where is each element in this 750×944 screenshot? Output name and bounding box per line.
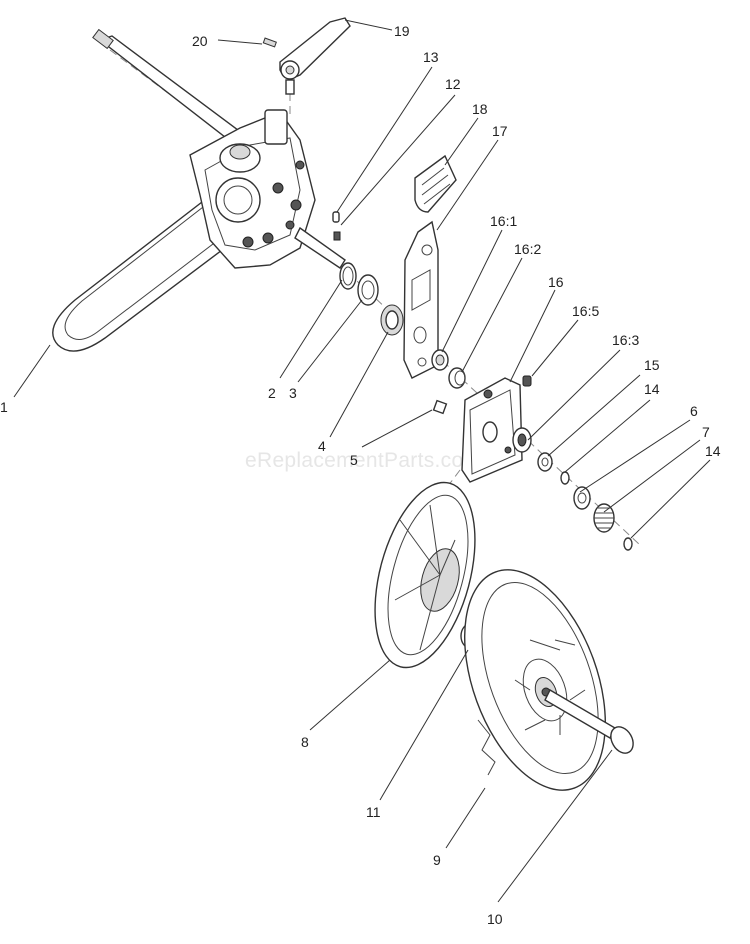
part-16-pivot-bracket [461,377,523,483]
callout-18: 18 [472,101,488,117]
part-6-washer [573,486,591,510]
part-3-washer [357,274,379,306]
part-13-screw [332,211,340,223]
callout-16-3: 16:3 [612,332,639,348]
part-16-5-screw [522,375,532,387]
transmission-housing [189,109,346,269]
part-19-shift-lever [279,17,351,95]
callout-2: 2 [268,385,276,401]
part-14-clip-upper [560,471,570,485]
callout-8: 8 [301,734,309,750]
part-16-2-spacer [448,367,466,389]
part-16-1-bushing [431,349,449,371]
callout-15: 15 [644,357,660,373]
callout-10: 10 [487,911,503,927]
callout-20: 20 [192,33,208,49]
callout-11: 11 [366,804,381,820]
callout-3: 3 [289,385,297,401]
part-7-pinion-gear [593,503,615,533]
part-12-nut [333,231,341,241]
callout-4: 4 [318,438,326,454]
callout-1: 1 [0,399,8,415]
callout-16-5: 16:5 [572,303,599,319]
part-14-clip-lower [623,537,633,551]
part-5-nut [432,399,448,415]
callout-16-1: 16:1 [490,213,517,229]
callout-14-upper: 14 [644,381,660,397]
part-20-pin [262,37,277,48]
callout-labels: 1 2 3 4 5 6 7 8 9 10 11 12 13 14 14 15 1… [0,23,721,927]
leader-lines [13,19,711,903]
part-15-washer [537,452,553,472]
callout-12: 12 [445,76,461,92]
callout-14-lower: 14 [705,443,721,459]
part-17-adjust-plate [403,220,439,379]
part-10-axle-bolt [544,689,634,754]
callout-7: 7 [702,424,710,440]
callout-17: 17 [492,123,508,139]
callout-6: 6 [690,403,698,419]
part-16-3-bearing [512,427,532,453]
callout-9: 9 [433,852,441,868]
part-8-wheel-shield [374,481,476,669]
callout-5: 5 [350,452,358,468]
part-2-retaining-ring [339,262,357,290]
watermark-text: eReplacementParts.com [245,449,481,472]
part-4-washer [380,304,404,336]
callout-13: 13 [423,49,439,65]
part-18-height-adjuster [414,154,457,213]
callout-16-2: 16:2 [514,241,541,257]
callout-19: 19 [394,23,410,39]
callout-16: 16 [548,274,564,290]
